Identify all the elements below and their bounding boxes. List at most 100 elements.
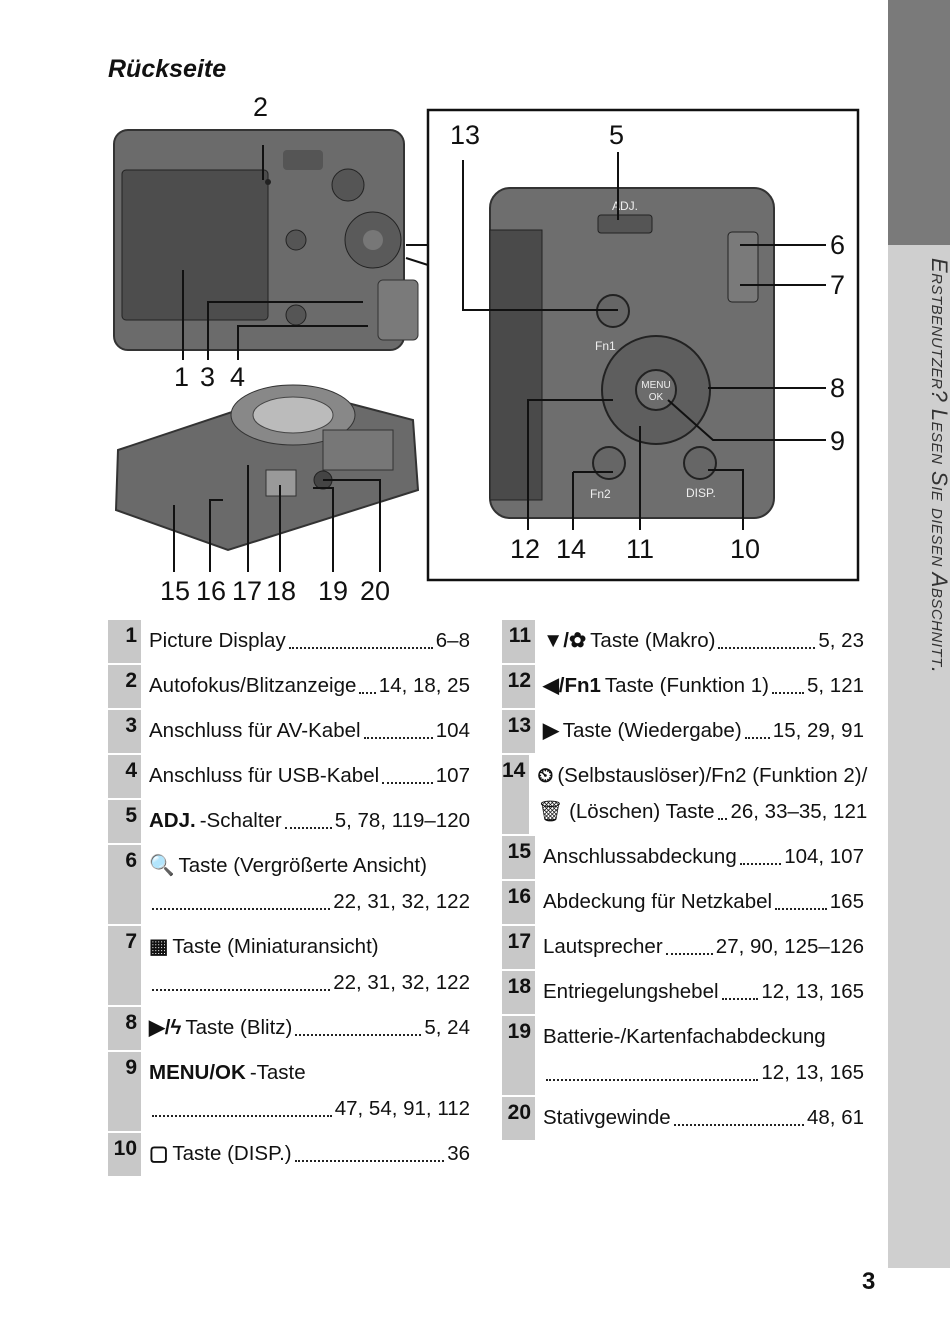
item-pages: 14, 18, 25 bbox=[378, 674, 470, 697]
menu-label: MENU bbox=[641, 380, 670, 391]
item-label: Anschluss für AV-Kabel bbox=[149, 719, 361, 742]
camera-back-illustration bbox=[113, 129, 419, 351]
list-item: 14⏲(Selbstauslöser)/Fn2 (Funktion 2)/🗑 (… bbox=[502, 755, 867, 834]
item-number: 8 bbox=[108, 1007, 141, 1050]
side-tab-marker bbox=[888, 0, 950, 245]
item-number: 12 bbox=[502, 665, 535, 708]
item-number: 6 bbox=[108, 845, 141, 924]
callout-9: 9 bbox=[830, 426, 845, 456]
item-label: Taste (Makro) bbox=[590, 629, 716, 652]
item-pages: 36 bbox=[447, 1142, 470, 1165]
item-body: ▦Taste (Miniaturansicht)22, 31, 32, 122 bbox=[141, 926, 470, 1005]
dot-leader bbox=[152, 884, 331, 910]
item-pages: 26, 33–35, 121 bbox=[730, 800, 868, 823]
callout-10: 10 bbox=[730, 534, 760, 564]
item-line: 22, 31, 32, 122 bbox=[149, 965, 470, 1001]
item-label: Taste (Blitz) bbox=[185, 1016, 293, 1039]
item-pages: 12, 13, 165 bbox=[761, 980, 864, 1003]
item-symbol: ADJ. bbox=[149, 809, 196, 832]
item-line: Entriegelungshebel 12, 13, 165 bbox=[543, 974, 864, 1010]
item-body: 🔍Taste (Vergrößerte Ansicht) 22, 31, 32, … bbox=[141, 845, 470, 924]
item-number: 16 bbox=[502, 881, 535, 924]
item-number: 1 bbox=[108, 620, 141, 663]
callout-18: 18 bbox=[266, 576, 296, 606]
item-pages: 5, 24 bbox=[424, 1016, 470, 1039]
callout-11: 11 bbox=[626, 534, 654, 564]
callout-6: 6 bbox=[830, 230, 845, 260]
item-label-continued: 🗑 (Löschen) Taste bbox=[537, 800, 715, 823]
dot-leader bbox=[546, 1055, 759, 1081]
dot-leader bbox=[665, 929, 713, 955]
item-line: 🔍Taste (Vergrößerte Ansicht) bbox=[149, 848, 470, 884]
item-label: Taste (Miniaturansicht) bbox=[172, 935, 379, 958]
callout-4: 4 bbox=[230, 362, 245, 392]
item-pages: 22, 31, 32, 122 bbox=[333, 890, 470, 913]
dot-leader bbox=[718, 623, 816, 649]
dot-leader bbox=[775, 884, 827, 910]
item-symbol: ⏲ bbox=[537, 764, 554, 787]
dot-leader bbox=[359, 668, 376, 694]
item-label: -Taste bbox=[249, 1061, 306, 1084]
item-body: ▢Taste (DISP.)36 bbox=[141, 1133, 470, 1176]
dot-leader bbox=[772, 668, 804, 694]
item-number: 9 bbox=[108, 1052, 141, 1131]
item-pages: 48, 61 bbox=[807, 1106, 864, 1129]
list-item: 7▦Taste (Miniaturansicht)22, 31, 32, 122 bbox=[108, 926, 470, 1005]
leader-lines bbox=[173, 145, 826, 572]
item-line: ▦Taste (Miniaturansicht) bbox=[149, 929, 470, 965]
item-line: 🗑 (Löschen) Taste 26, 33–35, 121 bbox=[537, 794, 867, 830]
dot-leader bbox=[152, 965, 331, 991]
callout-12: 12 bbox=[510, 534, 540, 564]
item-symbol: ◀/Fn1 bbox=[543, 674, 601, 697]
adj-label: ADJ. bbox=[612, 199, 638, 213]
item-number: 10 bbox=[108, 1133, 141, 1176]
item-body: ▶Taste (Wiedergabe)15, 29, 91 bbox=[535, 710, 864, 753]
camera-detail-illustration: ADJ. Fn1 MENU OK Fn2 DISP. bbox=[489, 187, 775, 519]
item-label: Taste (Funktion 1) bbox=[604, 674, 769, 697]
item-number: 15 bbox=[502, 836, 535, 879]
dot-leader bbox=[294, 1136, 445, 1162]
item-pages: 104, 107 bbox=[784, 845, 864, 868]
item-label: Batterie-/Kartenfachabdeckung bbox=[543, 1025, 826, 1048]
list-item: 10▢Taste (DISP.)36 bbox=[108, 1133, 470, 1176]
callout-20: 20 bbox=[360, 576, 390, 606]
item-number: 2 bbox=[108, 665, 141, 708]
dot-leader bbox=[284, 803, 332, 829]
item-line: 22, 31, 32, 122 bbox=[149, 884, 470, 920]
item-label: Entriegelungshebel bbox=[543, 980, 719, 1003]
dot-leader bbox=[363, 713, 433, 739]
callout-1: 1 bbox=[174, 362, 189, 392]
dot-leader bbox=[721, 974, 759, 1000]
item-label: Anschluss für USB-Kabel bbox=[149, 764, 380, 787]
item-line: 12, 13, 165 bbox=[543, 1055, 864, 1091]
callout-8: 8 bbox=[830, 373, 845, 403]
list-item: 6🔍Taste (Vergrößerte Ansicht) 22, 31, 32,… bbox=[108, 845, 470, 924]
item-pages: 5, 78, 119–120 bbox=[334, 809, 470, 832]
item-pages: 27, 90, 125–126 bbox=[715, 935, 864, 958]
item-body: Entriegelungshebel 12, 13, 165 bbox=[535, 971, 864, 1014]
item-line: ▼/✿Taste (Makro)5, 23 bbox=[543, 623, 864, 659]
callout-17: 17 bbox=[232, 576, 262, 606]
callout-13: 13 bbox=[450, 120, 480, 150]
side-tab-text: Erstbenutzer? Lesen Sie diesen Abschnitt… bbox=[927, 258, 950, 674]
